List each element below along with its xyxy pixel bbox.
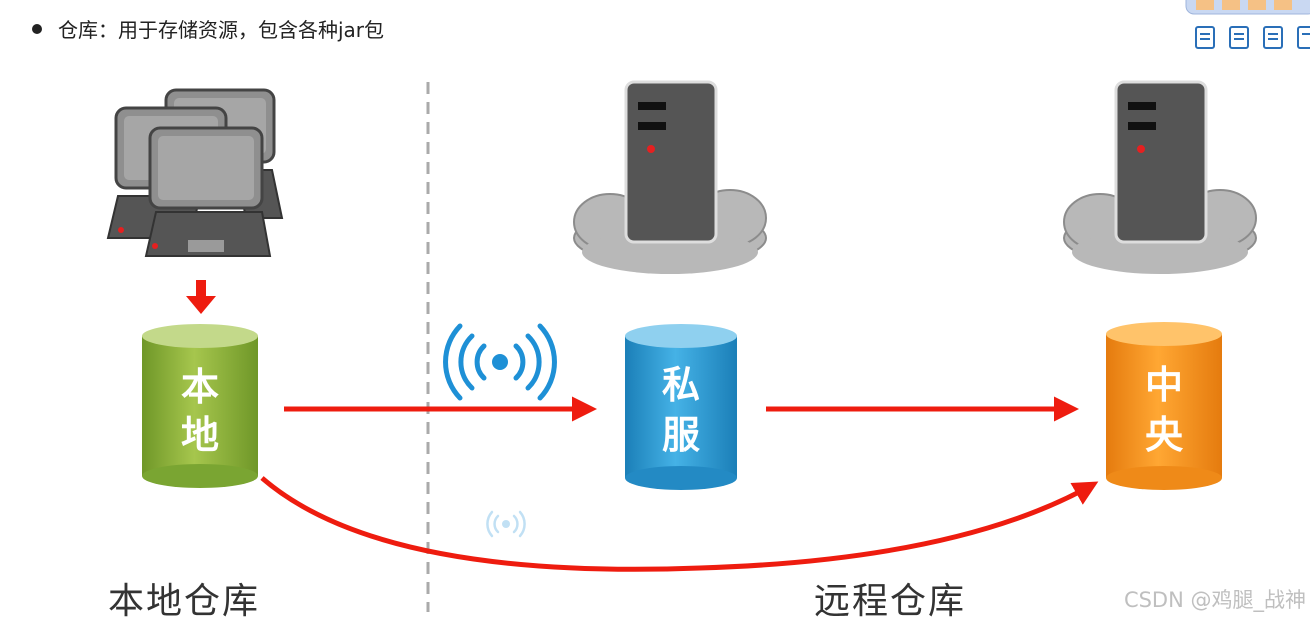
document-icon [1195,26,1310,49]
thumbnail-panel [1185,0,1310,15]
private-repo-char1: 私 [662,363,700,407]
local-repo-char1: 本 [181,365,219,409]
down-arrow-icon [186,280,216,314]
wifi-faint-icon [486,510,526,538]
bullet-dot [32,23,42,34]
watermark: CSDN @鸡腿_战神 [1123,588,1306,612]
server-icon [1114,80,1208,244]
wifi-icon [443,323,557,401]
central-repo-char2: 央 [1145,413,1184,457]
private-repo-cylinder: 私 服 [625,324,737,490]
local-repo-char2: 地 [181,413,219,457]
header-text: 仓库：用于存储资源，包含各种jar包 [58,18,385,42]
private-repo-char2: 服 [662,413,700,457]
header-bullet: 仓库：用于存储资源，包含各种jar包 [32,14,384,43]
local-repo-cylinder: 本 地 [142,324,258,488]
local-repo-section-label: 本地仓库 [108,581,261,622]
central-repo-char1: 中 [1145,363,1183,407]
server-icon [624,80,718,244]
central-repo-cylinder: 中 央 [1106,322,1222,490]
monitor-group-icon [106,88,284,257]
remote-repo-section-label: 远程仓库 [814,581,967,622]
local-to-central-arrow [260,476,1099,572]
